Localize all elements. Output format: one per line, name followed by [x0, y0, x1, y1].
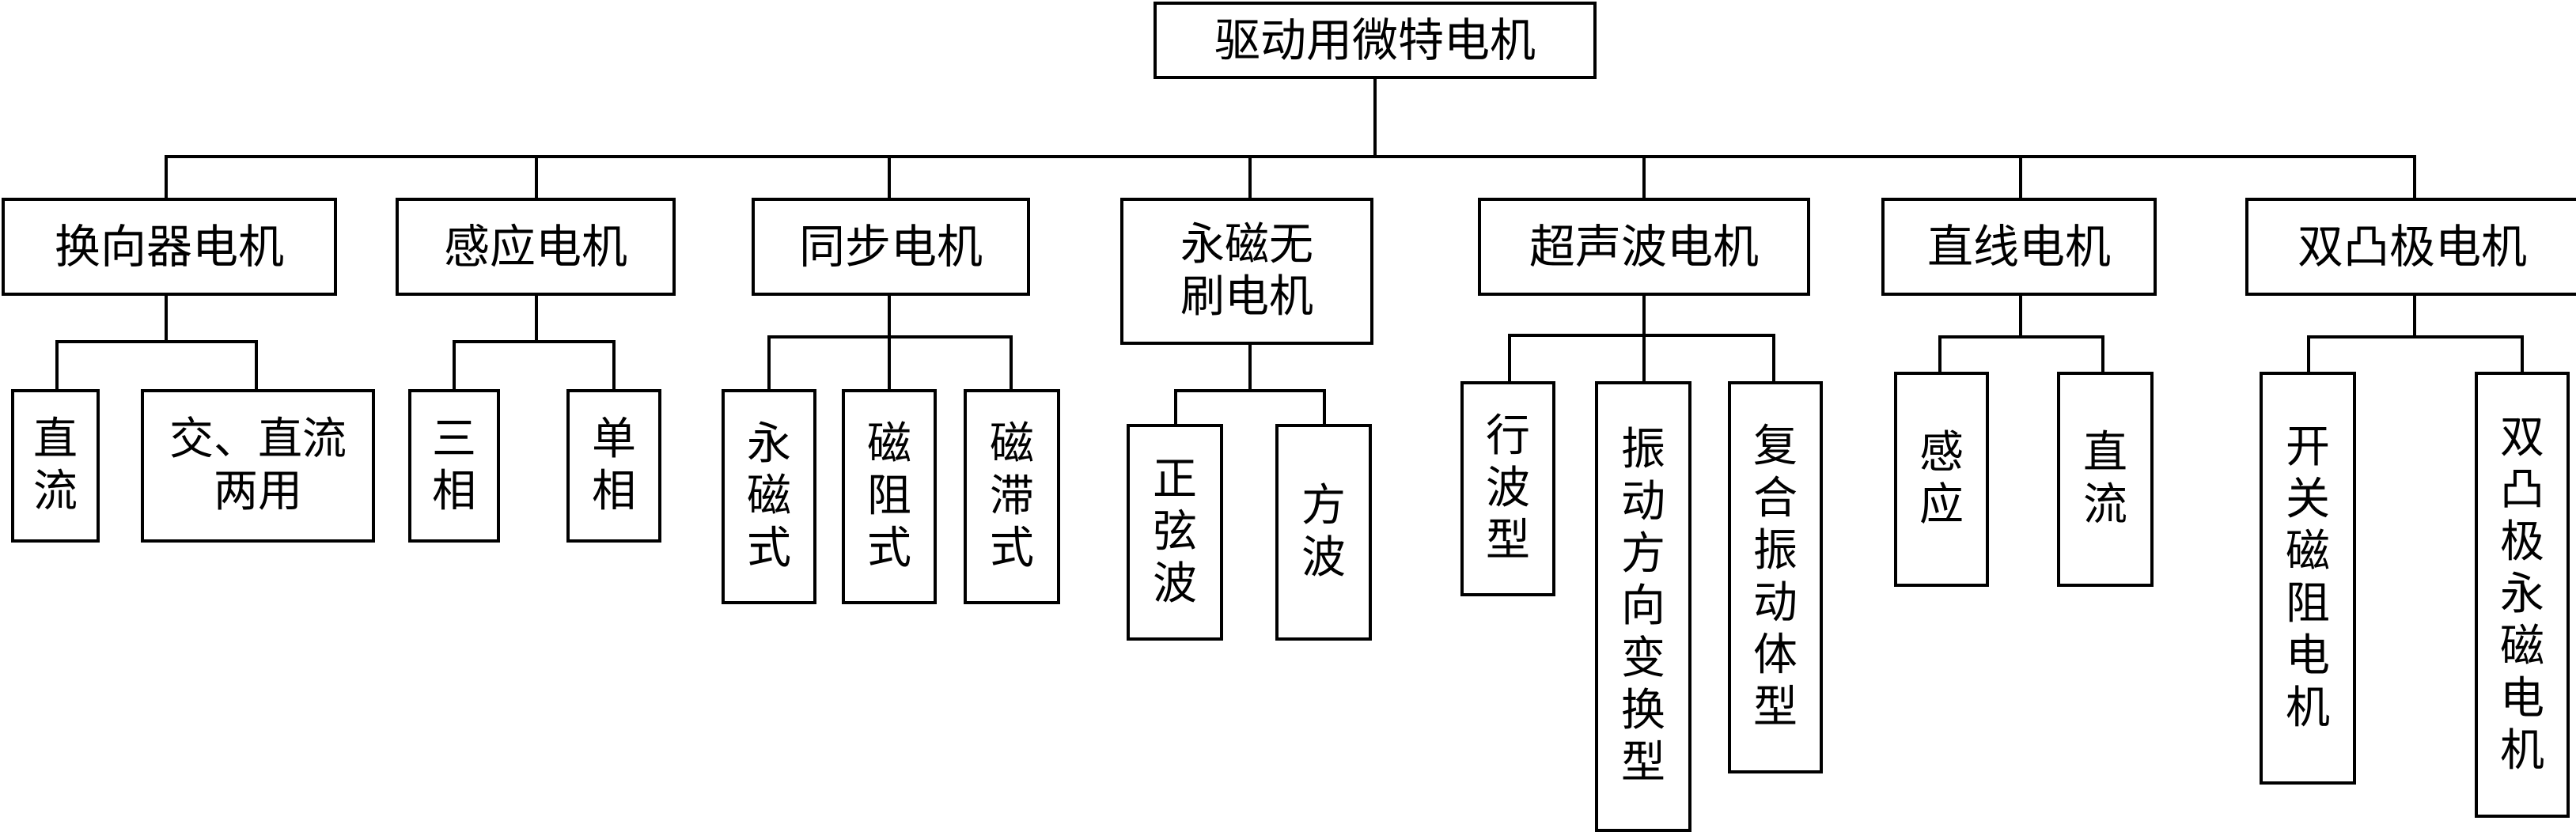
connector-sub-stem-4	[1642, 293, 1646, 335]
connector-sub-stem-1	[535, 293, 538, 342]
connector-sub-5-1	[2101, 335, 2104, 373]
connector-sub-1-0	[453, 340, 456, 391]
connector-sub-2-2	[1010, 335, 1013, 391]
connector-cat-2	[888, 155, 891, 199]
connector-sub-stem-3	[1248, 342, 1252, 391]
leaf-single-phase: 单相	[566, 389, 661, 543]
connector-sub-2-0	[767, 335, 771, 391]
leaf-square-wave: 方波	[1275, 424, 1372, 641]
connector-sub-bus-1	[453, 340, 616, 343]
connector-sub-0-0	[55, 340, 59, 391]
connector-root-stem	[1373, 78, 1377, 157]
connector-sub-bus-4	[1508, 334, 1775, 337]
leaf-traveling-wave: 行波型	[1460, 381, 1555, 596]
connector-sub-3-1	[1323, 389, 1326, 425]
connector-sub-1-1	[612, 340, 616, 391]
leaf-three-phase: 三相	[408, 389, 500, 543]
connector-cat-1	[535, 155, 538, 199]
connector-sub-4-1	[1642, 334, 1646, 383]
connector-main-bus	[165, 155, 2416, 158]
connector-sub-5-0	[1938, 335, 1941, 373]
category-synchronous-motor: 同步电机	[752, 198, 1030, 296]
leaf-permanent-magnet: 永磁式	[722, 389, 816, 604]
connector-sub-stem-5	[2019, 293, 2022, 337]
category-ultrasonic-motor: 超声波电机	[1478, 198, 1810, 296]
connector-cat-0	[165, 155, 168, 199]
leaf-ac-dc: 交、直流两用	[141, 389, 375, 543]
connector-sub-2-1	[888, 335, 891, 391]
category-linear-motor: 直线电机	[1881, 198, 2157, 296]
leaf-vibration-direction-conversion: 振动方向变换型	[1595, 381, 1691, 832]
connector-sub-stem-2	[888, 293, 891, 342]
leaf-composite-vibrator: 复合振动体型	[1728, 381, 1823, 773]
connector-sub-stem-6	[2413, 293, 2416, 337]
connector-sub-stem-0	[165, 293, 168, 342]
category-induction-motor: 感应电机	[396, 198, 676, 296]
connector-sub-3-0	[1174, 389, 1177, 425]
leaf-dc: 直流	[11, 389, 100, 543]
category-pm-brushless-label: 永磁无刷电机	[1180, 219, 1313, 323]
connector-sub-4-0	[1508, 334, 1511, 383]
leaf-switched-reluctance: 开关磁阻电机	[2260, 372, 2356, 785]
connector-sub-bus-0	[55, 340, 258, 343]
category-commutator-motor: 换向器电机	[2, 198, 337, 296]
connector-cat-6	[2413, 155, 2416, 199]
leaf-linear-dc: 直流	[2057, 372, 2154, 587]
connector-sub-4-2	[1772, 334, 1775, 383]
leaf-sine-wave: 正弦波	[1127, 424, 1223, 641]
leaf-reluctance: 磁阻式	[842, 389, 937, 604]
connector-cat-4	[1642, 155, 1646, 199]
connector-sub-0-1	[255, 340, 258, 391]
connector-sub-bus-5	[1938, 335, 2104, 338]
category-doubly-salient-motor: 双凸极电机	[2245, 198, 2576, 296]
connector-cat-5	[2019, 155, 2022, 199]
leaf-linear-induction: 感应	[1894, 372, 1989, 587]
category-pm-brushless-motor: 永磁无刷电机	[1120, 198, 1373, 345]
connector-sub-bus-6	[2307, 335, 2524, 338]
connector-sub-bus-3	[1174, 389, 1326, 392]
connector-sub-6-1	[2521, 335, 2524, 373]
root-node: 驱动用微特电机	[1154, 2, 1597, 79]
leaf-hysteresis: 磁滞式	[964, 389, 1060, 604]
connector-cat-3	[1248, 155, 1252, 199]
connector-sub-6-0	[2307, 335, 2310, 373]
leaf-doubly-salient-pm: 双凸极永磁电机	[2475, 372, 2570, 818]
